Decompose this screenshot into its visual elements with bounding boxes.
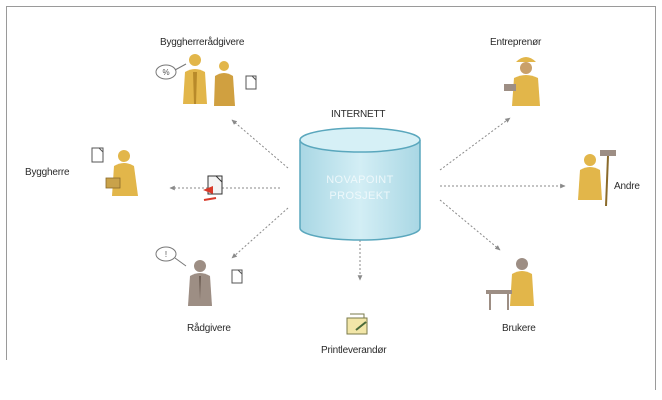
link-byggherreradgivere xyxy=(231,119,289,169)
label-radgivere: Rådgivere xyxy=(187,323,231,334)
entreprenor-icon xyxy=(504,57,540,106)
link-radgivere xyxy=(231,207,289,259)
hub-label: INTERNETT xyxy=(331,109,386,120)
link-entreprenor xyxy=(439,117,511,171)
andre-icon xyxy=(578,150,616,207)
printleverandor-icon xyxy=(346,313,368,335)
label-andre: Andre xyxy=(614,181,640,192)
svg-text:%: % xyxy=(162,68,169,77)
diagram-frame xyxy=(6,6,656,390)
byggherreradgivere-icon: % xyxy=(155,54,257,106)
hub-name: NOVAPOINT PROSJEKT xyxy=(305,172,415,204)
radgivere-icon: ! xyxy=(155,246,243,306)
link-brukere xyxy=(439,199,501,251)
label-printleverandor: Printleverandør xyxy=(321,345,387,356)
database-cylinder xyxy=(299,127,421,241)
hub-name-line1: NOVAPOINT xyxy=(326,174,394,186)
label-byggherreradgivere: Byggherrerådgivere xyxy=(160,37,245,48)
label-brukere: Brukere xyxy=(502,323,536,334)
byggherre-icon xyxy=(91,147,138,196)
label-byggherre: Byggherre xyxy=(25,167,70,178)
label-entreprenor: Entreprenør xyxy=(490,37,542,48)
brukere-icon xyxy=(486,258,534,310)
document-transfer-icon xyxy=(203,175,223,201)
svg-text:!: ! xyxy=(165,250,167,259)
hub-name-line2: PROSJEKT xyxy=(329,190,391,202)
